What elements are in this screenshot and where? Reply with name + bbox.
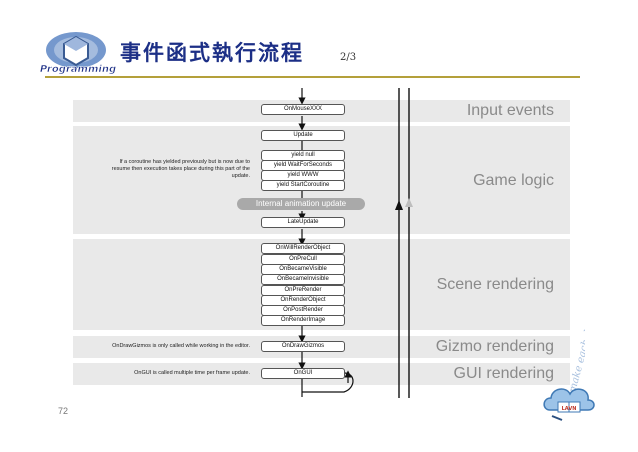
- box-on-mouse-xxx: OnMouseXXX: [261, 104, 345, 115]
- side-watermark: make each day count: [555, 255, 606, 395]
- coroutine-note: If a coroutine has yielded previously bu…: [80, 159, 250, 180]
- cloud-book-icon: LAVN: [540, 380, 598, 424]
- box-yield-start-coroutine: yield StartCoroutine: [261, 180, 345, 191]
- box-on-render-image: OnRenderImage: [261, 315, 345, 326]
- band-label-input: Input events: [466, 102, 554, 119]
- box-on-draw-gizmos: OnDrawGizmos: [261, 341, 345, 352]
- coroutine-note-line-1: If a coroutine has yielded previously bu…: [119, 159, 250, 165]
- programming-logo: Programming: [38, 28, 118, 76]
- slide-subtitle: 2/3: [340, 52, 357, 63]
- band-label-game-logic: Game logic: [473, 172, 554, 189]
- badge-text: LAVN: [562, 406, 577, 412]
- slide-title: 事件函式執行流程: [120, 40, 304, 65]
- box-on-will-render-object: OnWillRenderObject: [261, 243, 345, 254]
- page-number: 72: [58, 406, 69, 416]
- title-rule: [45, 76, 580, 78]
- ongui-note: OnGUI is called multiple time per frame …: [134, 370, 250, 376]
- box-update: Update: [261, 130, 345, 141]
- box-late-update: LateUpdate: [261, 217, 345, 228]
- side-watermark-text: make each day count: [567, 286, 585, 394]
- band-label-scene: Scene rendering: [436, 276, 554, 293]
- internal-animation-update: Internal animation update: [237, 198, 365, 210]
- coroutine-note-line-3: update.: [231, 173, 250, 179]
- logo-text: Programming: [40, 64, 116, 75]
- gizmos-note: OnDrawGizmos is only called while workin…: [112, 343, 250, 349]
- box-on-became-invisible: OnBecameInvisible: [261, 274, 345, 285]
- box-on-gui: OnGUI: [261, 368, 345, 379]
- band-label-gizmo: Gizmo rendering: [435, 338, 554, 355]
- coroutine-note-line-2: resume then execution takes place during…: [111, 166, 250, 172]
- band-label-gui: GUI rendering: [453, 365, 555, 382]
